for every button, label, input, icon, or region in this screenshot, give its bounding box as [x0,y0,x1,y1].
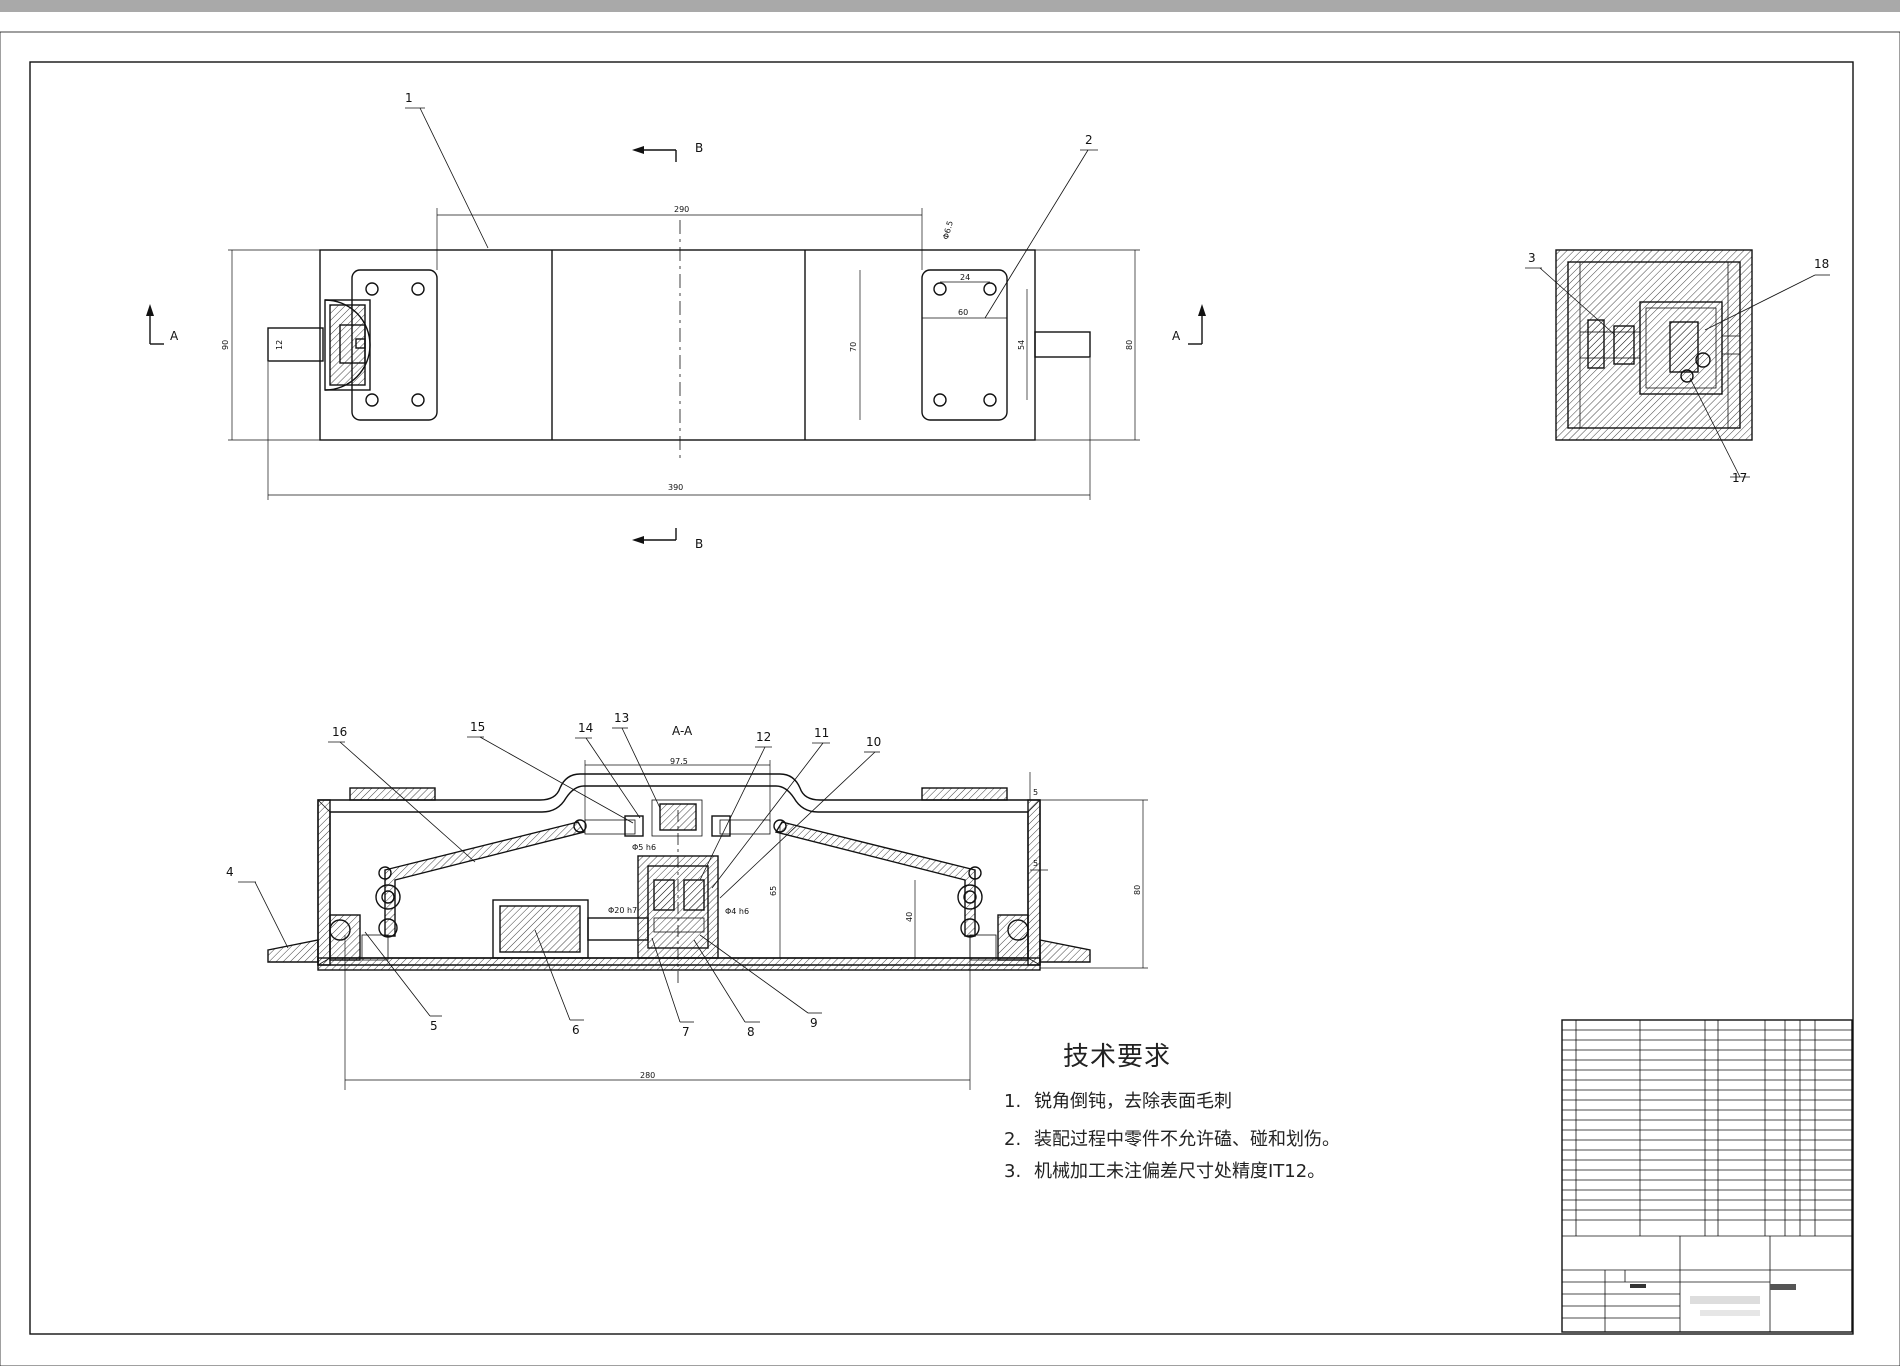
window-top-bar [0,0,1900,12]
tech-title: 技术要求 [1063,1042,1172,1072]
tech-item-3-text: 机械加工未注偏差尺寸处精度IT12。 [1034,1161,1326,1182]
callout-4: 4 [226,865,234,879]
callout-18: 18 [1814,257,1829,271]
dim-d4-h6: Φ4 h6 [725,907,749,916]
callout-5: 5 [430,1019,438,1033]
tech-item-1: 1. 锐角倒钝，去除表面毛刺 [1004,1087,1423,1113]
tech-item-1-text: 锐角倒钝，去除表面毛刺 [1034,1091,1232,1112]
callout-3: 3 [1528,251,1536,265]
section-marker-a-left [146,304,164,345]
section-marker-a-right [1188,304,1206,345]
outer-frame [0,31,1900,1366]
dim-overall-length: 390 [668,483,683,492]
label-section-a-right: A [1172,329,1181,343]
callout-14: 14 [578,721,593,735]
callout-11: 11 [814,726,829,740]
tech-item-3-num: 3. [1004,1161,1022,1182]
callout-12: 12 [756,730,771,744]
dim-65: 65 [769,886,778,896]
dim-d5-h6: Φ5 h6 [632,843,656,852]
dim-24: 24 [960,273,970,282]
callout-13: 13 [614,711,629,725]
callout-leaders [238,107,1830,1023]
section-marker-b-bottom [632,528,677,544]
callout-10: 10 [866,735,881,749]
dim-hole-dia: Φ6.5 [941,220,955,241]
callout-6: 6 [572,1023,580,1037]
callout-8: 8 [747,1025,755,1039]
tech-item-3: 3. 机械加工未注偏差尺寸处精度IT12。 [1004,1157,1423,1183]
callout-17: 17 [1732,471,1747,485]
dim-97-5: 97.5 [670,757,688,766]
title-block [1561,1019,1853,1333]
section-aa-title: A-A [672,724,693,738]
tech-requirements: 技术要求 1. 锐角倒钝，去除表面毛刺 2. 装配过程中零件不允许磕、碰和划伤。 3… [1004,1036,1423,1183]
dim-motor: Φ20 h7 [608,906,637,915]
dim-54: 54 [1017,340,1026,350]
callout-16: 16 [332,725,347,739]
dim-right-h: 80 [1125,340,1134,350]
dim-60: 60 [958,308,968,317]
section-marker-b-top [632,146,677,162]
dim-top-width: 290 [674,205,689,214]
tech-item-2-text: 装配过程中零件不允许磕、碰和划伤。 [1034,1129,1340,1150]
label-section-a-left: A [170,329,179,343]
tech-item-2: 2. 装配过程中零件不允许磕、碰和划伤。 [1004,1125,1423,1151]
dim-bottom-280: 280 [640,1071,655,1080]
dim-5a: 5 [1033,788,1038,797]
dim-height: 90 [221,340,230,350]
label-section-b-bottom: B [695,537,703,551]
dim-40: 40 [905,912,914,922]
callout-7: 7 [682,1025,690,1039]
dim-left-small: 12 [275,340,284,350]
label-section-b-top: B [695,141,703,155]
top-view [228,208,1140,500]
tech-item-1-num: 1. [1004,1091,1022,1112]
inner-frame [29,61,1854,1335]
callout-1: 1 [405,91,413,105]
dim-right-height: 80 [1133,885,1142,895]
callout-15: 15 [470,720,485,734]
tech-item-2-num: 2. [1004,1129,1022,1150]
callout-9: 9 [810,1016,818,1030]
dim-inner-width: 70 [849,342,858,352]
section-aa-view [267,760,1148,1090]
side-view [1555,249,1753,441]
callout-2: 2 [1085,133,1093,147]
dim-5b: 5 [1033,859,1038,868]
